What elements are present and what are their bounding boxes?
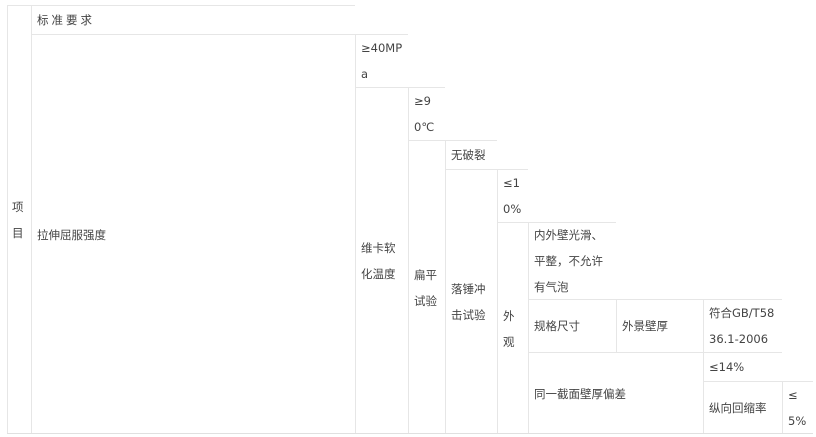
flattening-value: 无破裂: [451, 148, 486, 162]
spec-size-label: 规格尺寸: [534, 319, 580, 333]
deviation-cell: 同一截面壁厚偏差: [528, 352, 703, 434]
spec-value: 符合GB/T5836.1-2006: [709, 306, 775, 346]
standard-header-cell: 标准要求: [31, 5, 355, 34]
flattening-cell: 扁平试验: [408, 140, 445, 434]
appearance-value-cell: 内外壁光滑、平整，不允许有气泡: [528, 222, 616, 299]
outer-wall-cell: 外景壁厚: [616, 299, 703, 352]
vicat-value: ≥90℃: [414, 94, 435, 134]
table-bottom-border: [7, 433, 813, 434]
tensile-value: ≥40MPa: [361, 41, 403, 81]
shrinkage-label: 纵向回缩率: [709, 401, 767, 415]
drop-hammer-value-cell: ≤10%: [497, 169, 528, 222]
standard-header: 标准要求: [37, 13, 95, 27]
tensile-value-cell: ≥40MPa: [355, 34, 408, 87]
spec-size-cell: 规格尺寸: [528, 299, 616, 352]
appearance-cell: 外观: [497, 222, 528, 434]
tensile-strength-label: 拉伸屈服强度: [37, 227, 106, 242]
shrinkage-value-cell: ≤5%: [782, 381, 813, 434]
appearance-value: 内外壁光滑、平整，不允许有气泡: [534, 228, 603, 294]
vicat-cell: 维卡软化温度: [355, 87, 408, 434]
deviation-value: ≤14%: [709, 360, 745, 374]
shrinkage-cell: 纵向回缩率: [703, 381, 782, 434]
outer-wall-label: 外景壁厚: [622, 319, 668, 333]
item-label: 项目: [12, 200, 24, 240]
deviation-value-cell: ≤14%: [703, 352, 782, 381]
vicat-value-cell: ≥90℃: [408, 87, 445, 140]
item-label-cell: 项目: [7, 5, 31, 434]
vicat-label: 维卡软化温度: [361, 241, 396, 281]
drop-hammer-cell: 落锤冲击试验: [445, 169, 497, 434]
tensile-strength-cell: 拉伸屈服强度: [31, 34, 355, 434]
flattening-label: 扁平试验: [414, 267, 437, 308]
spec-value-cell: 符合GB/T5836.1-2006: [703, 299, 782, 352]
flattening-value-cell: 无破裂: [445, 140, 497, 169]
shrinkage-value: ≤5%: [788, 388, 807, 428]
drop-hammer-value: ≤10%: [503, 176, 522, 216]
drop-hammer-label: 落锤冲击试验: [451, 282, 486, 322]
deviation-label: 同一截面壁厚偏差: [534, 386, 626, 401]
appearance-label: 外观: [503, 308, 515, 349]
